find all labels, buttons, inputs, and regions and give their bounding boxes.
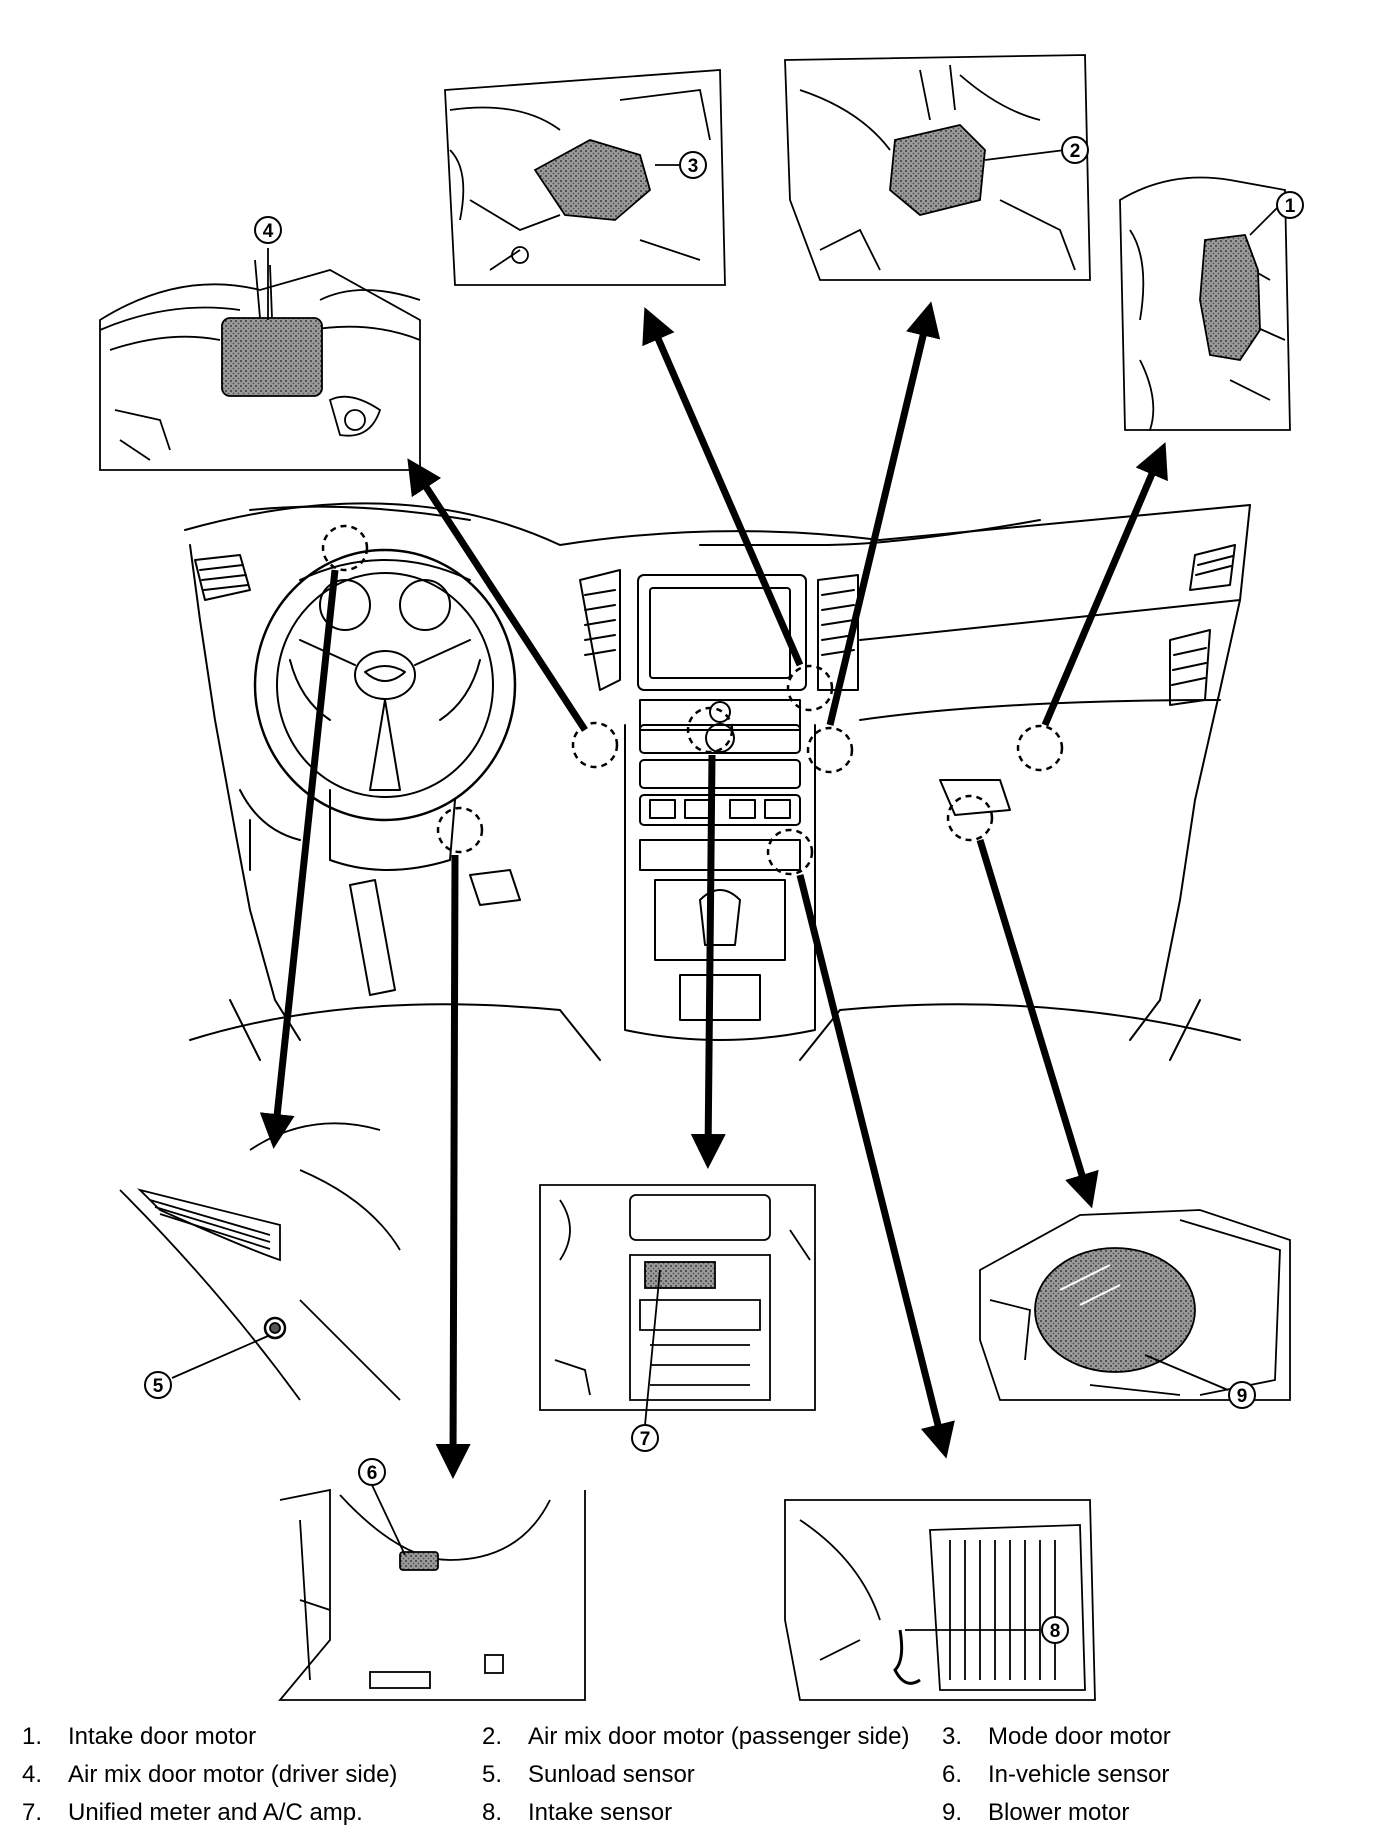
detail-7-unified-meter xyxy=(539,1184,816,1426)
marker-intake-sensor xyxy=(766,828,814,876)
legend-label-7: Unified meter and A/C amp. xyxy=(68,1799,363,1826)
legend-num-4: 4. xyxy=(22,1761,43,1788)
callout-6: 6 xyxy=(358,1458,386,1486)
legend-num-6: 6. xyxy=(942,1761,963,1788)
detail-2-air-mix-passenger xyxy=(784,54,1091,281)
detail-3-mode-door xyxy=(444,69,726,286)
legend-label-1: Intake door motor xyxy=(68,1723,257,1750)
svg-text:5: 5 xyxy=(153,1376,164,1397)
marker-air-mix-passenger xyxy=(806,726,854,774)
legend-num-9: 9. xyxy=(942,1799,963,1826)
legend-label-4: Air mix door motor (driver side) xyxy=(68,1761,398,1788)
callout-3: 3 xyxy=(679,151,707,179)
marker-in-vehicle-sensor xyxy=(436,806,484,854)
arrow-to-detail-9 xyxy=(976,838,1099,1209)
svg-text:3: 3 xyxy=(688,156,699,177)
callout-badges: 1 2 3 4 5 6 7 8 xyxy=(144,136,1304,1644)
detail-6-in-vehicle-sensor xyxy=(278,1484,586,1701)
svg-text:2: 2 xyxy=(1070,141,1081,162)
legend-num-7: 7. xyxy=(22,1799,43,1826)
svg-text:1: 1 xyxy=(1285,196,1296,217)
legend-label-9: Blower motor xyxy=(988,1799,1130,1826)
detail-5-sunload xyxy=(119,1122,401,1401)
svg-text:6: 6 xyxy=(367,1463,378,1484)
marker-blower xyxy=(946,794,994,842)
arrow-to-detail-6 xyxy=(435,854,471,1479)
marker-mode-door xyxy=(786,664,834,712)
arrow-to-detail-3 xyxy=(642,307,804,667)
svg-text:4: 4 xyxy=(263,221,274,242)
leader-arrows xyxy=(259,301,1168,1479)
legend-label-3: Mode door motor xyxy=(988,1723,1171,1750)
arrow-to-detail-5 xyxy=(259,569,339,1149)
callout-9: 9 xyxy=(1228,1381,1256,1409)
callout-4: 4 xyxy=(254,216,282,244)
arrow-to-detail-1 xyxy=(1041,442,1168,727)
legend-num-2: 2. xyxy=(482,1723,503,1750)
location-markers xyxy=(321,524,1064,876)
legend-label-6: In-vehicle sensor xyxy=(988,1761,1170,1788)
marker-intake-center xyxy=(686,706,734,754)
legend-label-5: Sunload sensor xyxy=(528,1761,695,1788)
arrow-to-detail-7 xyxy=(690,754,726,1169)
legend-label-2: Air mix door motor (passenger side) xyxy=(528,1723,910,1750)
marker-air-mix-driver xyxy=(571,721,619,769)
callout-2: 2 xyxy=(1061,136,1089,164)
svg-text:7: 7 xyxy=(640,1429,651,1450)
callout-1: 1 xyxy=(1276,191,1304,219)
arrow-to-detail-4 xyxy=(407,458,588,732)
callout-7: 7 xyxy=(631,1424,659,1452)
marker-wheel-top xyxy=(321,524,369,572)
svg-text:8: 8 xyxy=(1050,1621,1061,1642)
svg-text:9: 9 xyxy=(1237,1386,1248,1407)
callout-5: 5 xyxy=(144,1371,172,1399)
legend-num-3: 3. xyxy=(942,1723,963,1750)
detail-8-intake-sensor xyxy=(784,1499,1096,1701)
callout-8: 8 xyxy=(1041,1616,1069,1644)
dashboard-overview xyxy=(184,502,1251,1061)
legend-num-8: 8. xyxy=(482,1799,503,1826)
legend-num-1: 1. xyxy=(22,1723,43,1750)
legend-label-8: Intake sensor xyxy=(528,1799,673,1826)
marker-intake-door xyxy=(1016,724,1064,772)
arrow-to-detail-2 xyxy=(826,301,941,726)
arrow-to-detail-8 xyxy=(796,874,955,1459)
detail-1-intake-door xyxy=(1119,176,1291,431)
detail-9-blower-motor xyxy=(979,1209,1291,1401)
legend: 1. Intake door motor 2. Air mix door mot… xyxy=(22,1722,1362,1828)
legend-num-5: 5. xyxy=(482,1761,503,1788)
detail-4-air-mix-driver xyxy=(99,248,421,471)
